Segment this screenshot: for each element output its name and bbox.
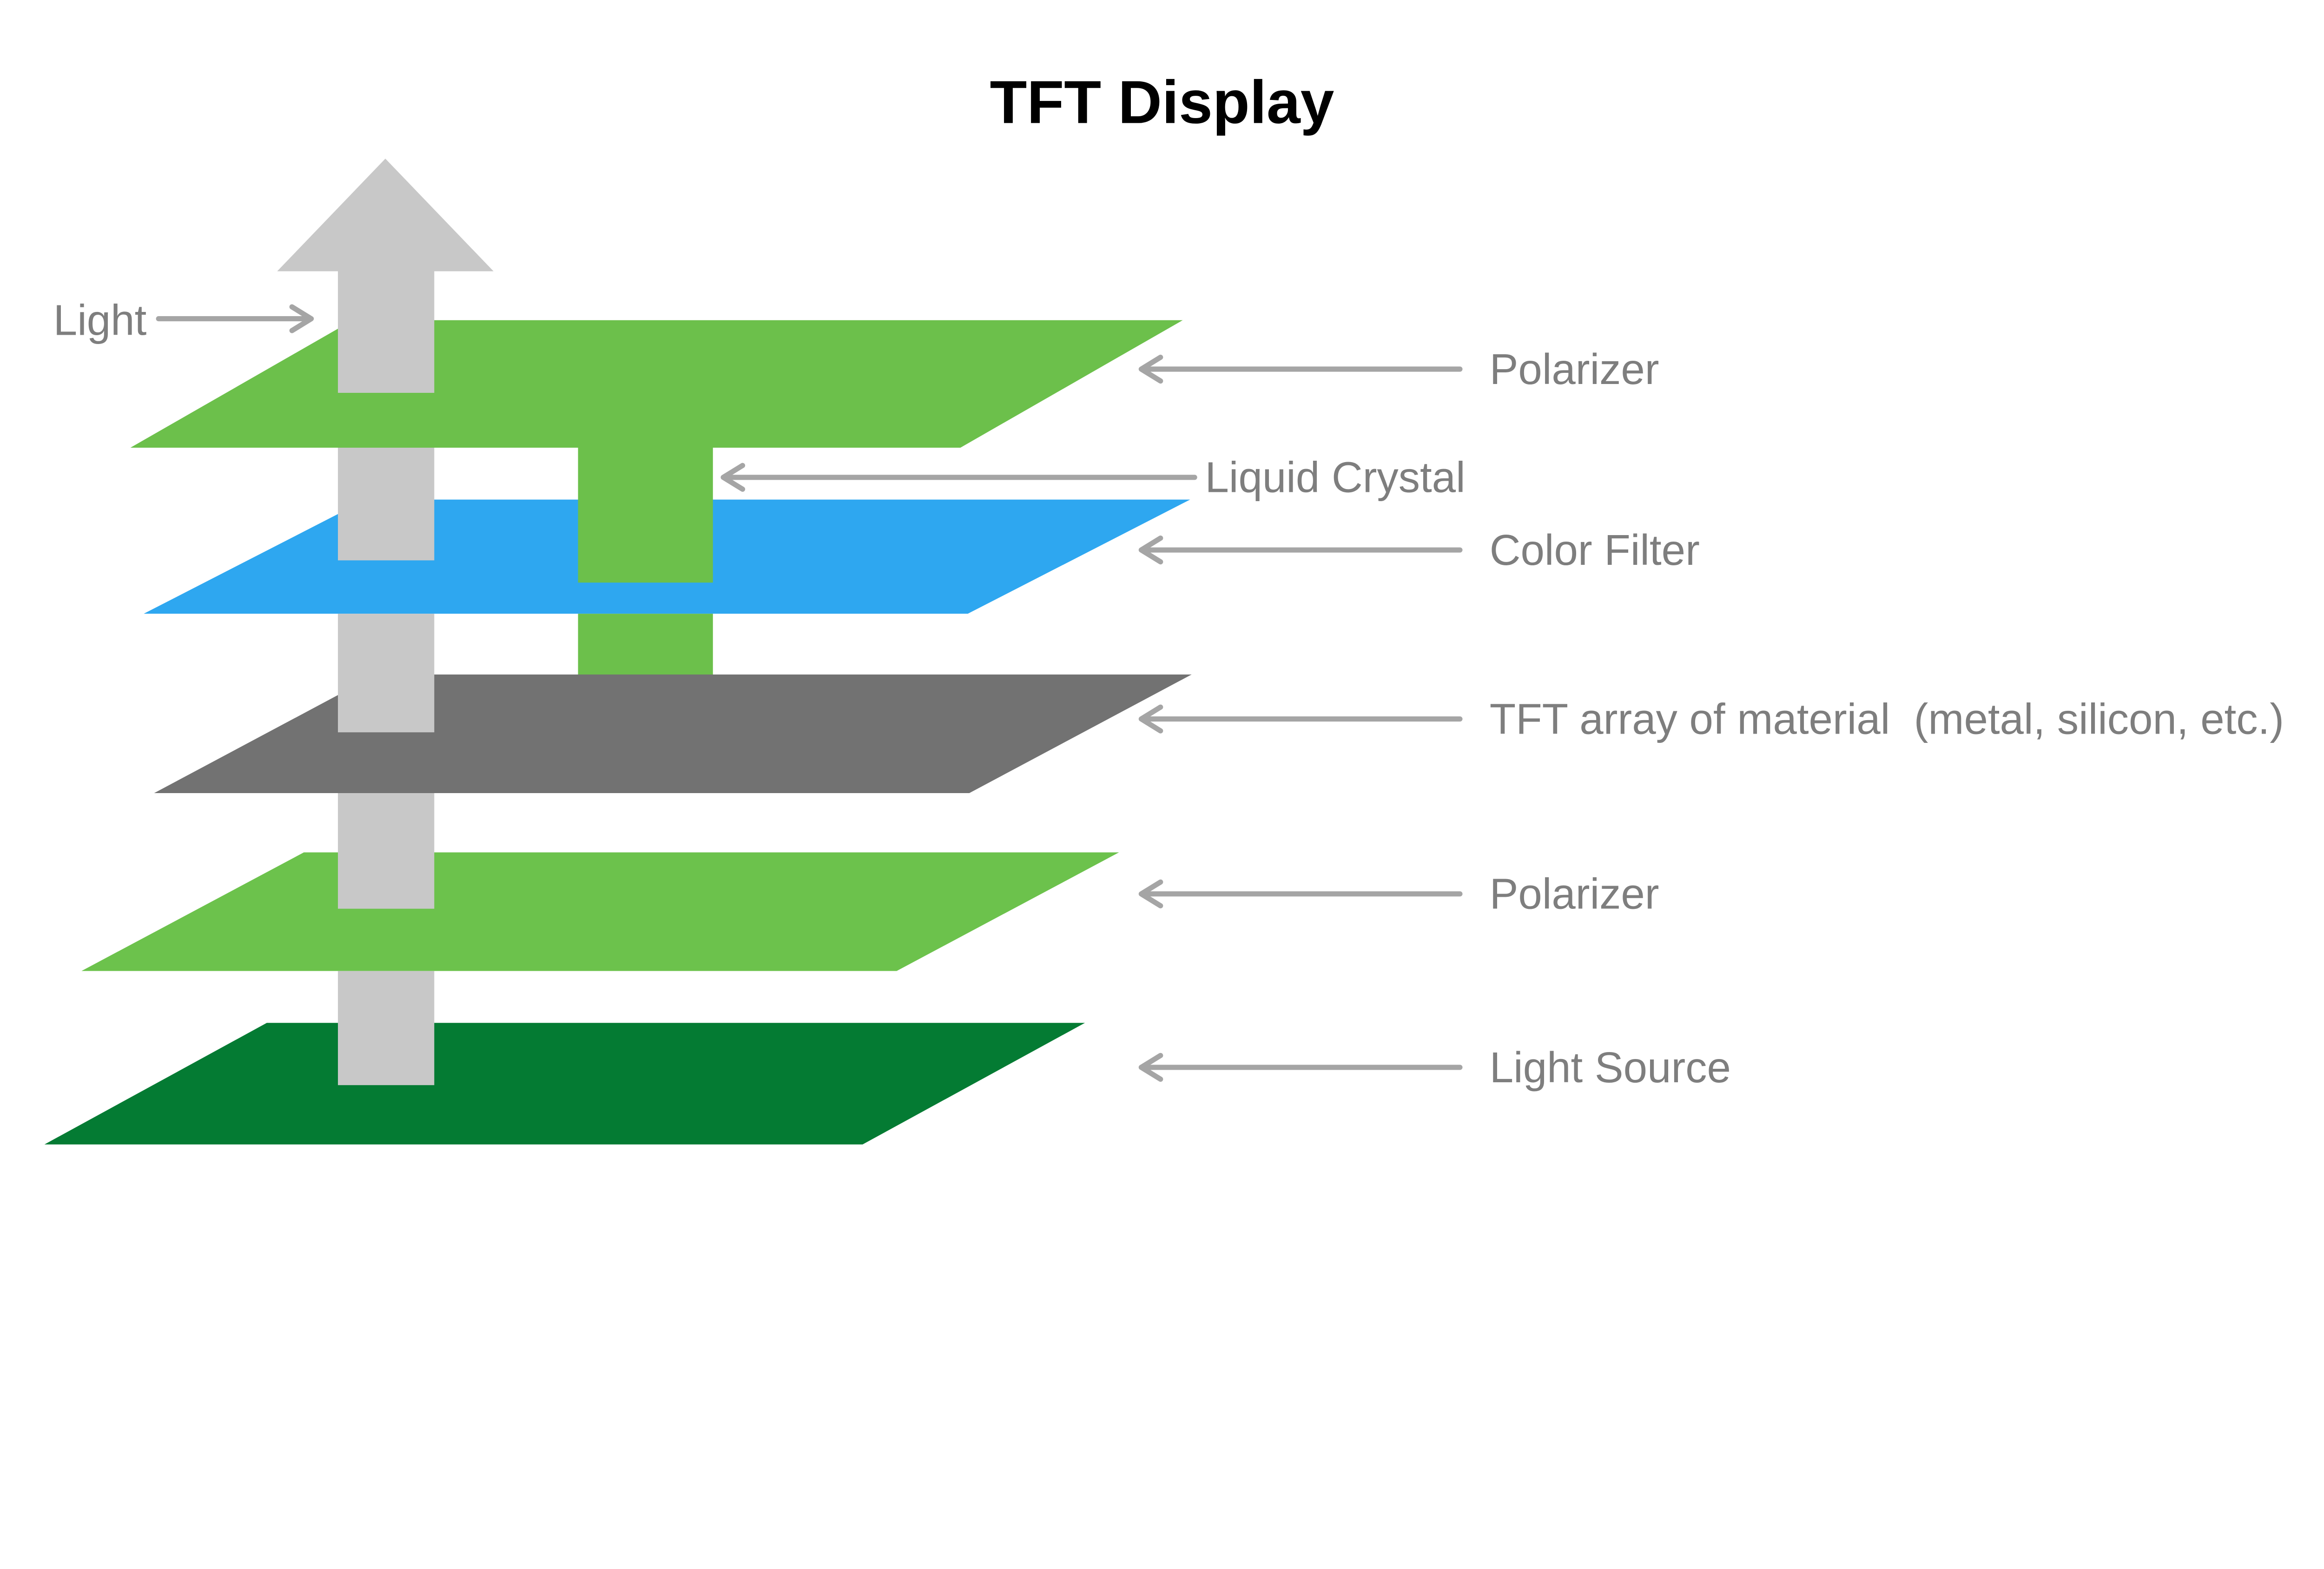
light-source-label: Light Source (1490, 1043, 1731, 1092)
liquid-crystal-leader-arrowhead-icon (720, 463, 746, 492)
color-filter-leader-arrowhead-icon (1138, 535, 1163, 565)
page-title: TFT Display (990, 68, 1334, 136)
light-label: Light (53, 296, 147, 344)
light-beam-shaft-segment-4 (338, 793, 435, 909)
tft-array-leader-arrowhead-icon (1138, 704, 1163, 734)
color-filter-label: Color Filter (1490, 526, 1700, 574)
polarizer-bottom-label: Polarizer (1490, 870, 1659, 918)
polarizer-top-leader-arrowhead-icon (1138, 354, 1163, 384)
light-beam-shaft-segment-5 (338, 971, 435, 1086)
light-leader-arrowhead-icon (289, 304, 314, 333)
light-beam-shaft-segment-1 (338, 270, 435, 393)
layer-polarizer-top (130, 320, 1183, 448)
light-source-leader-arrowhead-icon (1138, 1053, 1163, 1082)
layer-light-source (44, 1023, 1085, 1145)
layer-tft-array (154, 674, 1192, 793)
layer-polarizer-bottom (81, 852, 1119, 971)
light-beam-shaft-segment-2 (338, 448, 435, 561)
liquid-crystal-connector-upper (578, 448, 713, 583)
tft-display-diagram: TFT Display Light Polarizer L (44, 68, 2284, 1145)
liquid-crystal-label: Liquid Crystal (1205, 453, 1465, 502)
liquid-crystal-connector-lower (578, 614, 713, 678)
light-beam-shaft-segment-3 (338, 614, 435, 733)
light-beam-arrowhead (277, 159, 494, 271)
polarizer-bottom-leader-arrowhead-icon (1138, 879, 1163, 908)
tft-array-label: TFT array of material (metal, silicon, e… (1490, 695, 2284, 743)
diagram-canvas: TFT Display Light Polarizer L (44, 68, 2284, 1145)
polarizer-top-label: Polarizer (1490, 345, 1659, 393)
